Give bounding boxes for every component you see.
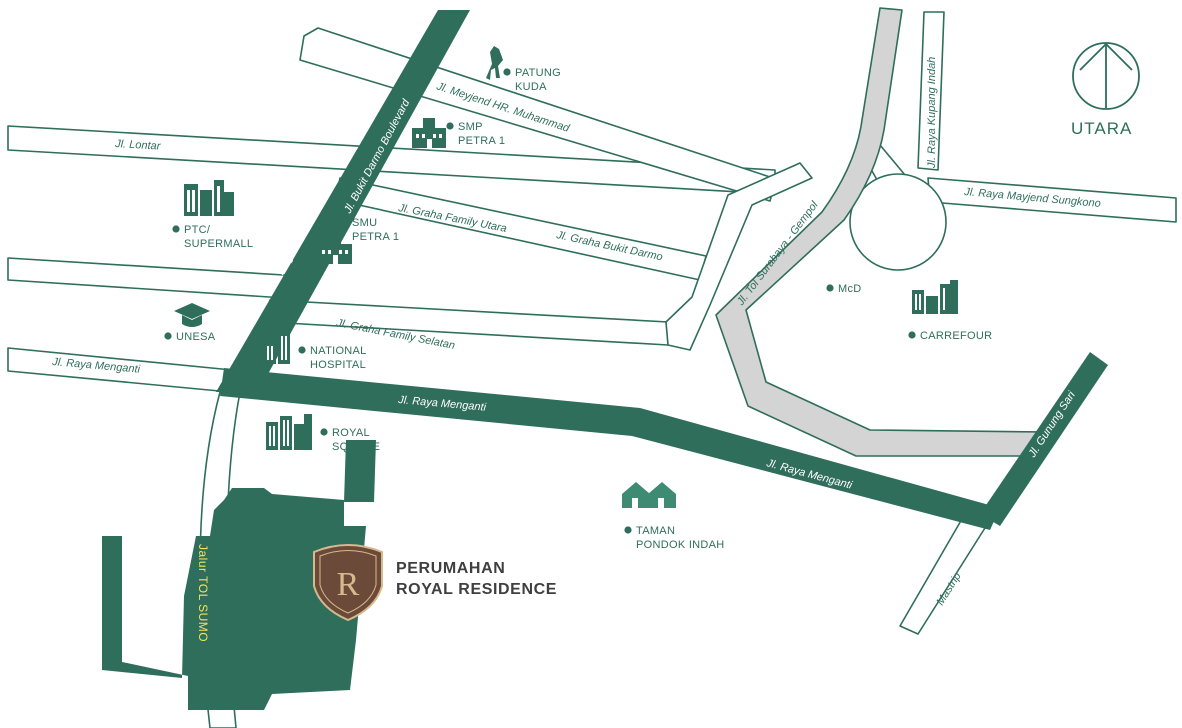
road-connector-east [665,162,813,351]
poi-dot-icon [446,122,454,130]
poi-label: SUPERMALL [184,238,253,250]
road-raya-menganti-main [220,368,1000,530]
poi-label: KUDA [515,81,547,93]
poi-dot-icon [164,332,172,340]
poi-label: ROYAL [332,427,370,439]
poi-smu-petra: SMU PETRA 1 [318,217,399,264]
houses-icon [622,482,676,508]
poi-smp-petra: SMP PETRA 1 [412,118,505,148]
poi-mcd: McD [826,283,861,295]
poi-dot-icon [503,68,511,76]
compass-label: UTARA [1071,119,1132,138]
poi-label: NATIONAL [310,345,367,357]
poi-label: SMU [352,217,377,229]
poi-label: SMP [458,121,483,133]
poi-taman-pondok-indah: TAMAN PONDOK INDAH [622,482,725,551]
solid-roads [102,10,1108,710]
poi-label: HOSPITAL [310,359,366,371]
school-building-icon [318,234,352,264]
roundabout [849,173,947,271]
poi-royal-square: ROYAL SQUARE [266,414,380,453]
road-graha-family-selatan [267,299,669,346]
road-graha-family-utara [335,177,707,281]
road-raya-kupang-indah [917,11,945,171]
poi-dot-icon [340,218,348,226]
poi-label: TAMAN [636,525,675,537]
road-label-gunung-sari: Jl. Gunung Sari [1026,389,1078,460]
residence-area [102,488,366,710]
school-building-icon [412,118,446,148]
office-building-icon [266,414,312,450]
brand-line1: PERUMAHAN [396,560,505,577]
poi-dot-icon [172,225,180,233]
graduation-cap-icon [174,303,210,327]
road-label-lontar: Jl. Lontar [114,138,162,153]
poi-label: PETRA 1 [458,135,505,147]
poi-dot-icon [908,331,916,339]
compass: UTARA [1071,42,1140,138]
poi-label: UNESA [176,331,216,343]
north-arrow-icon [1072,42,1140,110]
poi-national-hospital: NATIONAL HOSPITAL [264,332,367,371]
poi-label: PATUNG [515,67,561,79]
mall-building-icon [184,180,234,216]
poi-label: PTC/ [184,224,211,236]
poi-unesa: UNESA [164,303,215,343]
hospital-building-icon [264,332,290,364]
poi-dot-icon [826,284,834,292]
poi-ptc-supermall: PTC/ SUPERMALL [172,180,253,250]
outlined-roads [7,11,1177,728]
road-royal-square-spur [344,440,376,502]
road-label-raya-kupang-indah: Jl. Raya Kupang Indah [926,57,938,169]
poi-label: PONDOK INDAH [636,539,725,551]
road-family-west [7,257,301,300]
poi-label: SQUARE [332,441,380,453]
horse-statue-icon [486,46,503,80]
road-gunung-sari [980,352,1108,526]
road-label-jalur-tol-sumo: Jalur TOL SUMO [196,544,210,642]
poi-label: McD [838,283,862,295]
brand-line2: ROYAL RESIDENCE [396,581,557,598]
poi-dot-icon [624,526,632,534]
road-mastrip [899,511,991,635]
road-bukit-darmo-boulevard [216,10,470,392]
logo-letter: R [337,566,360,603]
poi-dot-icon [298,346,306,354]
poi-label: PETRA 1 [352,231,399,243]
store-building-icon [912,280,958,314]
royal-residence-shield-icon: R [313,544,383,622]
poi-carrefour: CARREFOUR [908,280,992,342]
brand-block: R PERUMAHAN ROYAL RESIDENCE [313,544,557,622]
poi-dot-icon [320,428,328,436]
poi-label: CARREFOUR [920,330,992,342]
poi-patung-kuda: PATUNG KUDA [486,46,561,93]
